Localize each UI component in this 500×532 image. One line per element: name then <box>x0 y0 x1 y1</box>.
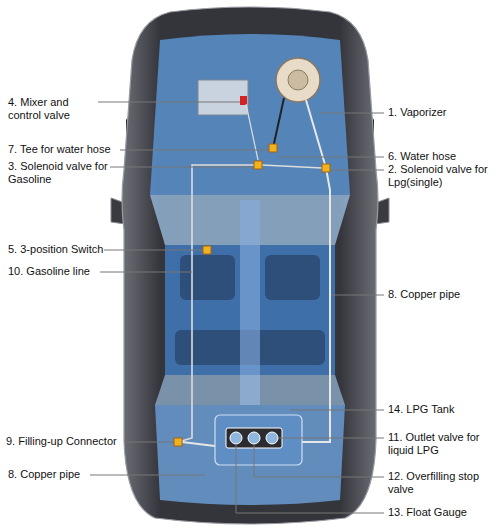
copper-pipe <box>300 100 330 442</box>
copper-pipe <box>182 442 215 446</box>
leader-line <box>254 444 384 477</box>
callout-label: 5. 3-position Switch <box>8 243 103 256</box>
engine-bay <box>150 34 350 195</box>
rear-window <box>155 375 345 405</box>
vaporizer <box>276 58 320 102</box>
car-body <box>122 7 378 524</box>
leader-line <box>98 102 240 103</box>
part-marker <box>254 161 262 169</box>
callout-label: 12. Overfilling stop valve <box>388 470 493 496</box>
outlet-valve <box>266 432 278 444</box>
leader-line <box>90 475 205 476</box>
leader-line <box>280 157 384 158</box>
callout-label: 11. Outlet valve for liquid LPG <box>388 431 493 457</box>
part-marker <box>203 246 211 254</box>
part-marker <box>174 438 182 446</box>
radiator <box>198 80 248 115</box>
float-gauge <box>230 432 242 444</box>
water-hose <box>273 98 284 148</box>
callout-label: 9. Filling-up Connector <box>6 435 117 448</box>
fuel-line <box>262 165 322 168</box>
seat <box>180 255 235 300</box>
callout-label: 10. Gasoline line <box>8 265 90 278</box>
seat <box>265 255 320 300</box>
part-marker <box>269 144 277 152</box>
callout-label: 8. Copper pipe <box>8 468 80 481</box>
leader-line <box>330 170 384 171</box>
mixer <box>240 96 247 105</box>
gasoline-line <box>178 165 258 442</box>
leader-lines <box>90 102 384 513</box>
control-line <box>246 104 258 160</box>
callout-label: 6. Water hose <box>388 150 456 163</box>
leader-line <box>104 250 203 251</box>
leader-line <box>278 438 384 439</box>
callout-label: 8. Copper pipe <box>388 288 460 301</box>
leader-line <box>290 410 384 411</box>
vaporizer-core <box>288 70 308 90</box>
callout-label: 3. Solenoid valve for Gasoline <box>8 160 120 186</box>
leader-line <box>320 113 384 114</box>
callout-label: 13. Float Gauge <box>388 506 467 519</box>
leader-line <box>110 167 254 168</box>
callout-label: 7. Tee for water hose <box>8 143 111 156</box>
overfill-valve <box>248 432 260 444</box>
leader-line <box>124 442 174 443</box>
callout-label: 1. Vaporizer <box>388 106 447 119</box>
part-markers <box>174 144 330 446</box>
center-tunnel <box>240 200 260 405</box>
leader-line <box>100 272 192 273</box>
leader-line <box>236 444 384 513</box>
leader-line <box>331 295 384 296</box>
trunk <box>155 405 345 505</box>
part-marker <box>322 164 330 172</box>
leader-line <box>120 150 269 151</box>
lpg-tank <box>215 415 302 465</box>
callout-label: 2. Solenoid valve for Lpg(single) <box>388 163 493 189</box>
callout-label: 14. LPG Tank <box>388 403 454 416</box>
callout-label: 4. Mixer and control valve <box>8 96 93 122</box>
